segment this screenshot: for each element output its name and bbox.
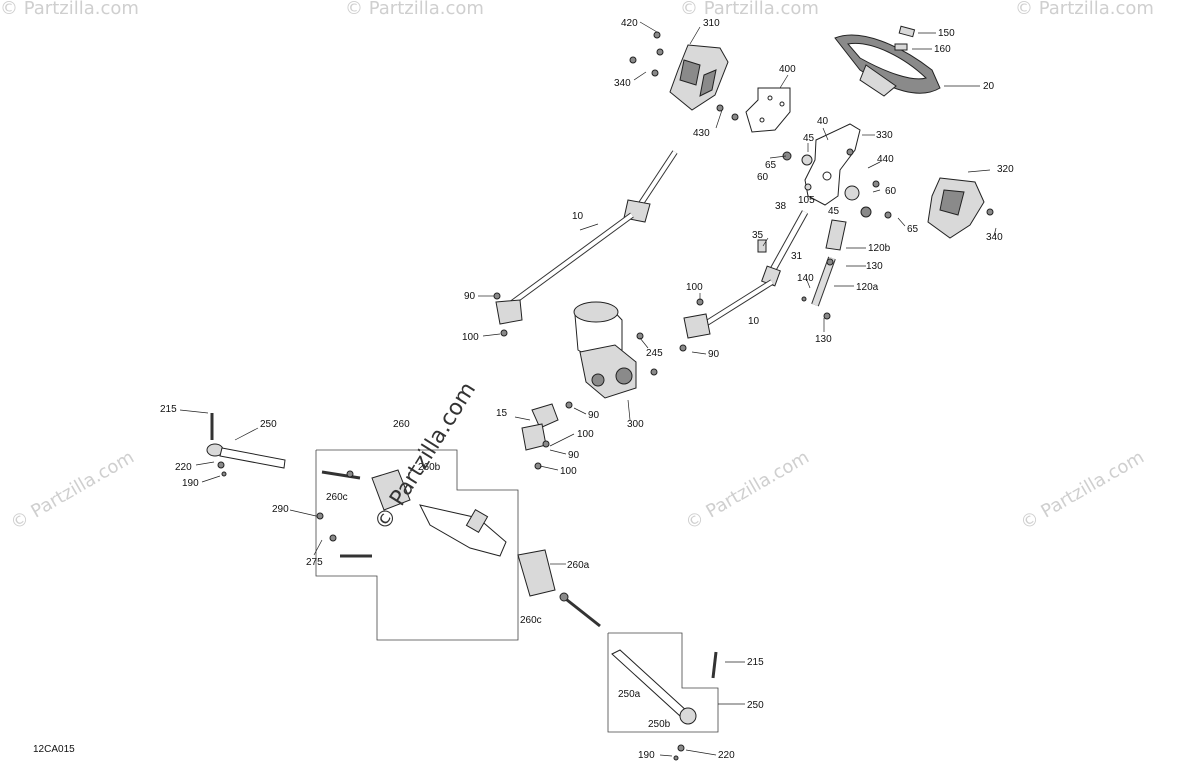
callout-label: 10 [572,211,584,222]
callout-label: 60 [885,186,897,197]
callout-label: 190 [182,478,199,489]
callout-label: 220 [175,462,192,473]
callout-label: 10 [748,316,760,327]
callout-label: 20 [983,81,995,92]
callout-label: 400 [779,64,796,75]
callout-label: 245 [646,348,663,359]
callout-label: 250a [618,689,641,700]
callout-label: 35 [752,230,764,241]
steering-bracket [745,87,791,133]
callout-label: 31 [791,251,803,262]
callout-label: 100 [560,466,577,477]
watermark-text: © Partzilla.com [682,447,813,535]
callout-label: 320 [997,164,1014,175]
tie-rod-right [611,649,718,761]
callout-label: 65 [765,160,777,171]
watermark-text: © Partzilla.com [7,447,138,535]
callout-label: 440 [877,154,894,165]
hardware-fasteners [629,31,994,219]
callout-label: 65 [907,224,919,235]
callout-label: 290 [272,504,289,515]
callout-label: 105 [798,195,815,206]
tie-rod-group-outline [607,632,719,733]
callout-label: 260a [567,560,590,571]
callout-label: 45 [803,133,815,144]
callout-label: 260c [520,615,542,626]
steering-cover-left [669,44,729,111]
rack-group-outline [315,449,519,641]
callout-label: 38 [775,201,787,212]
leader-lines [179,21,997,757]
callout-labels: 420 310 340 400 430 150 160 20 40 330 45… [160,18,1014,761]
callout-label: 160 [934,44,951,55]
callout-label: 90 [568,450,580,461]
callout-label: 260b [418,462,441,473]
callout-label: 250b [648,719,671,730]
callout-label: 130 [815,334,832,345]
callout-label: 260c [326,492,348,503]
callout-label: 215 [747,657,764,668]
watermark-text: © Partzilla.com [1017,447,1148,535]
callout-label: 90 [464,291,476,302]
callout-label: 250 [260,419,277,430]
power-steering-unit [573,301,658,399]
callout-label: 190 [638,750,655,761]
callout-label: 90 [588,410,600,421]
steering-rack [316,469,601,628]
callout-label: 100 [686,282,703,293]
steering-cover-right [927,177,985,239]
callout-label: 90 [708,349,720,360]
steering-column [757,210,809,287]
callout-label: 340 [614,78,631,89]
callout-label: 100 [462,332,479,343]
callout-label: 120a [856,282,879,293]
watermark-text: © Partzilla.com [680,0,819,19]
callout-label: 340 [986,232,1003,243]
callout-label: 45 [828,206,840,217]
steering-shaft-upper [493,150,678,337]
callout-label: 275 [306,557,323,568]
callout-label: 330 [876,130,893,141]
diagram-code: 12CA015 [33,744,75,755]
callout-label: 260 [393,419,410,430]
callout-label: 220 [718,750,735,761]
callout-label: 15 [496,408,508,419]
steering-wheel [834,25,941,97]
callout-label: 100 [577,429,594,440]
watermark-text: © Partzilla.com [345,0,484,19]
tilt-gas-spring [801,219,847,320]
watermark-text: © Partzilla.com [0,0,139,19]
callout-label: 310 [703,18,720,29]
universal-joint [521,401,573,470]
callout-label: 60 [757,172,769,183]
callout-label: 130 [866,261,883,272]
callout-label: 215 [160,404,177,415]
callout-label: 140 [797,273,814,284]
callout-label: 40 [817,116,829,127]
tie-rod-left [206,413,286,477]
callout-label: 300 [627,419,644,430]
steering-shaft-lower [679,279,774,352]
watermark-text: © Partzilla.com [1015,0,1154,19]
callout-label: 250 [747,700,764,711]
callout-label: 420 [621,18,638,29]
tilt-bracket [782,123,872,218]
callout-label: 150 [938,28,955,39]
callout-label: 120b [868,243,891,254]
callout-label: 430 [693,128,710,139]
